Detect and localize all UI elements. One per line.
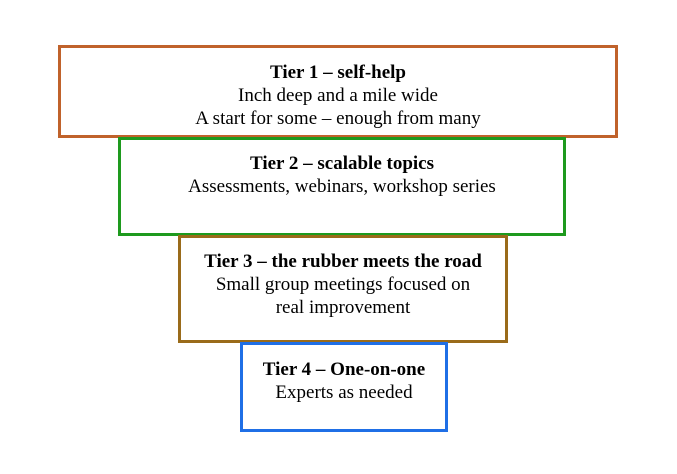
tier-3-title: Tier 3 – the rubber meets the road [204,251,482,272]
tier-1-line-2: A start for some – enough from many [195,108,481,129]
tier-1-line-1: Inch deep and a mile wide [238,85,438,106]
tier-2-line-1: Assessments, webinars, workshop series [188,176,496,197]
tier-1-box: Tier 1 – self-help Inch deep and a mile … [58,45,618,138]
tier-4-line-1: Experts as needed [275,382,413,403]
tier-2-box: Tier 2 – scalable topics Assessments, we… [118,137,566,236]
tier-1-title: Tier 1 – self-help [270,62,406,83]
tier-4-title: Tier 4 – One-on-one [262,359,426,380]
tier-4-box: Tier 4 – One-on-one Experts as needed [240,342,448,432]
tier-3-box: Tier 3 – the rubber meets the road Small… [178,235,508,343]
tier-3-line-1: Small group meetings focused on [215,274,471,295]
tier-2-title: Tier 2 – scalable topics [249,153,435,174]
tier-3-line-2: real improvement [275,297,411,318]
